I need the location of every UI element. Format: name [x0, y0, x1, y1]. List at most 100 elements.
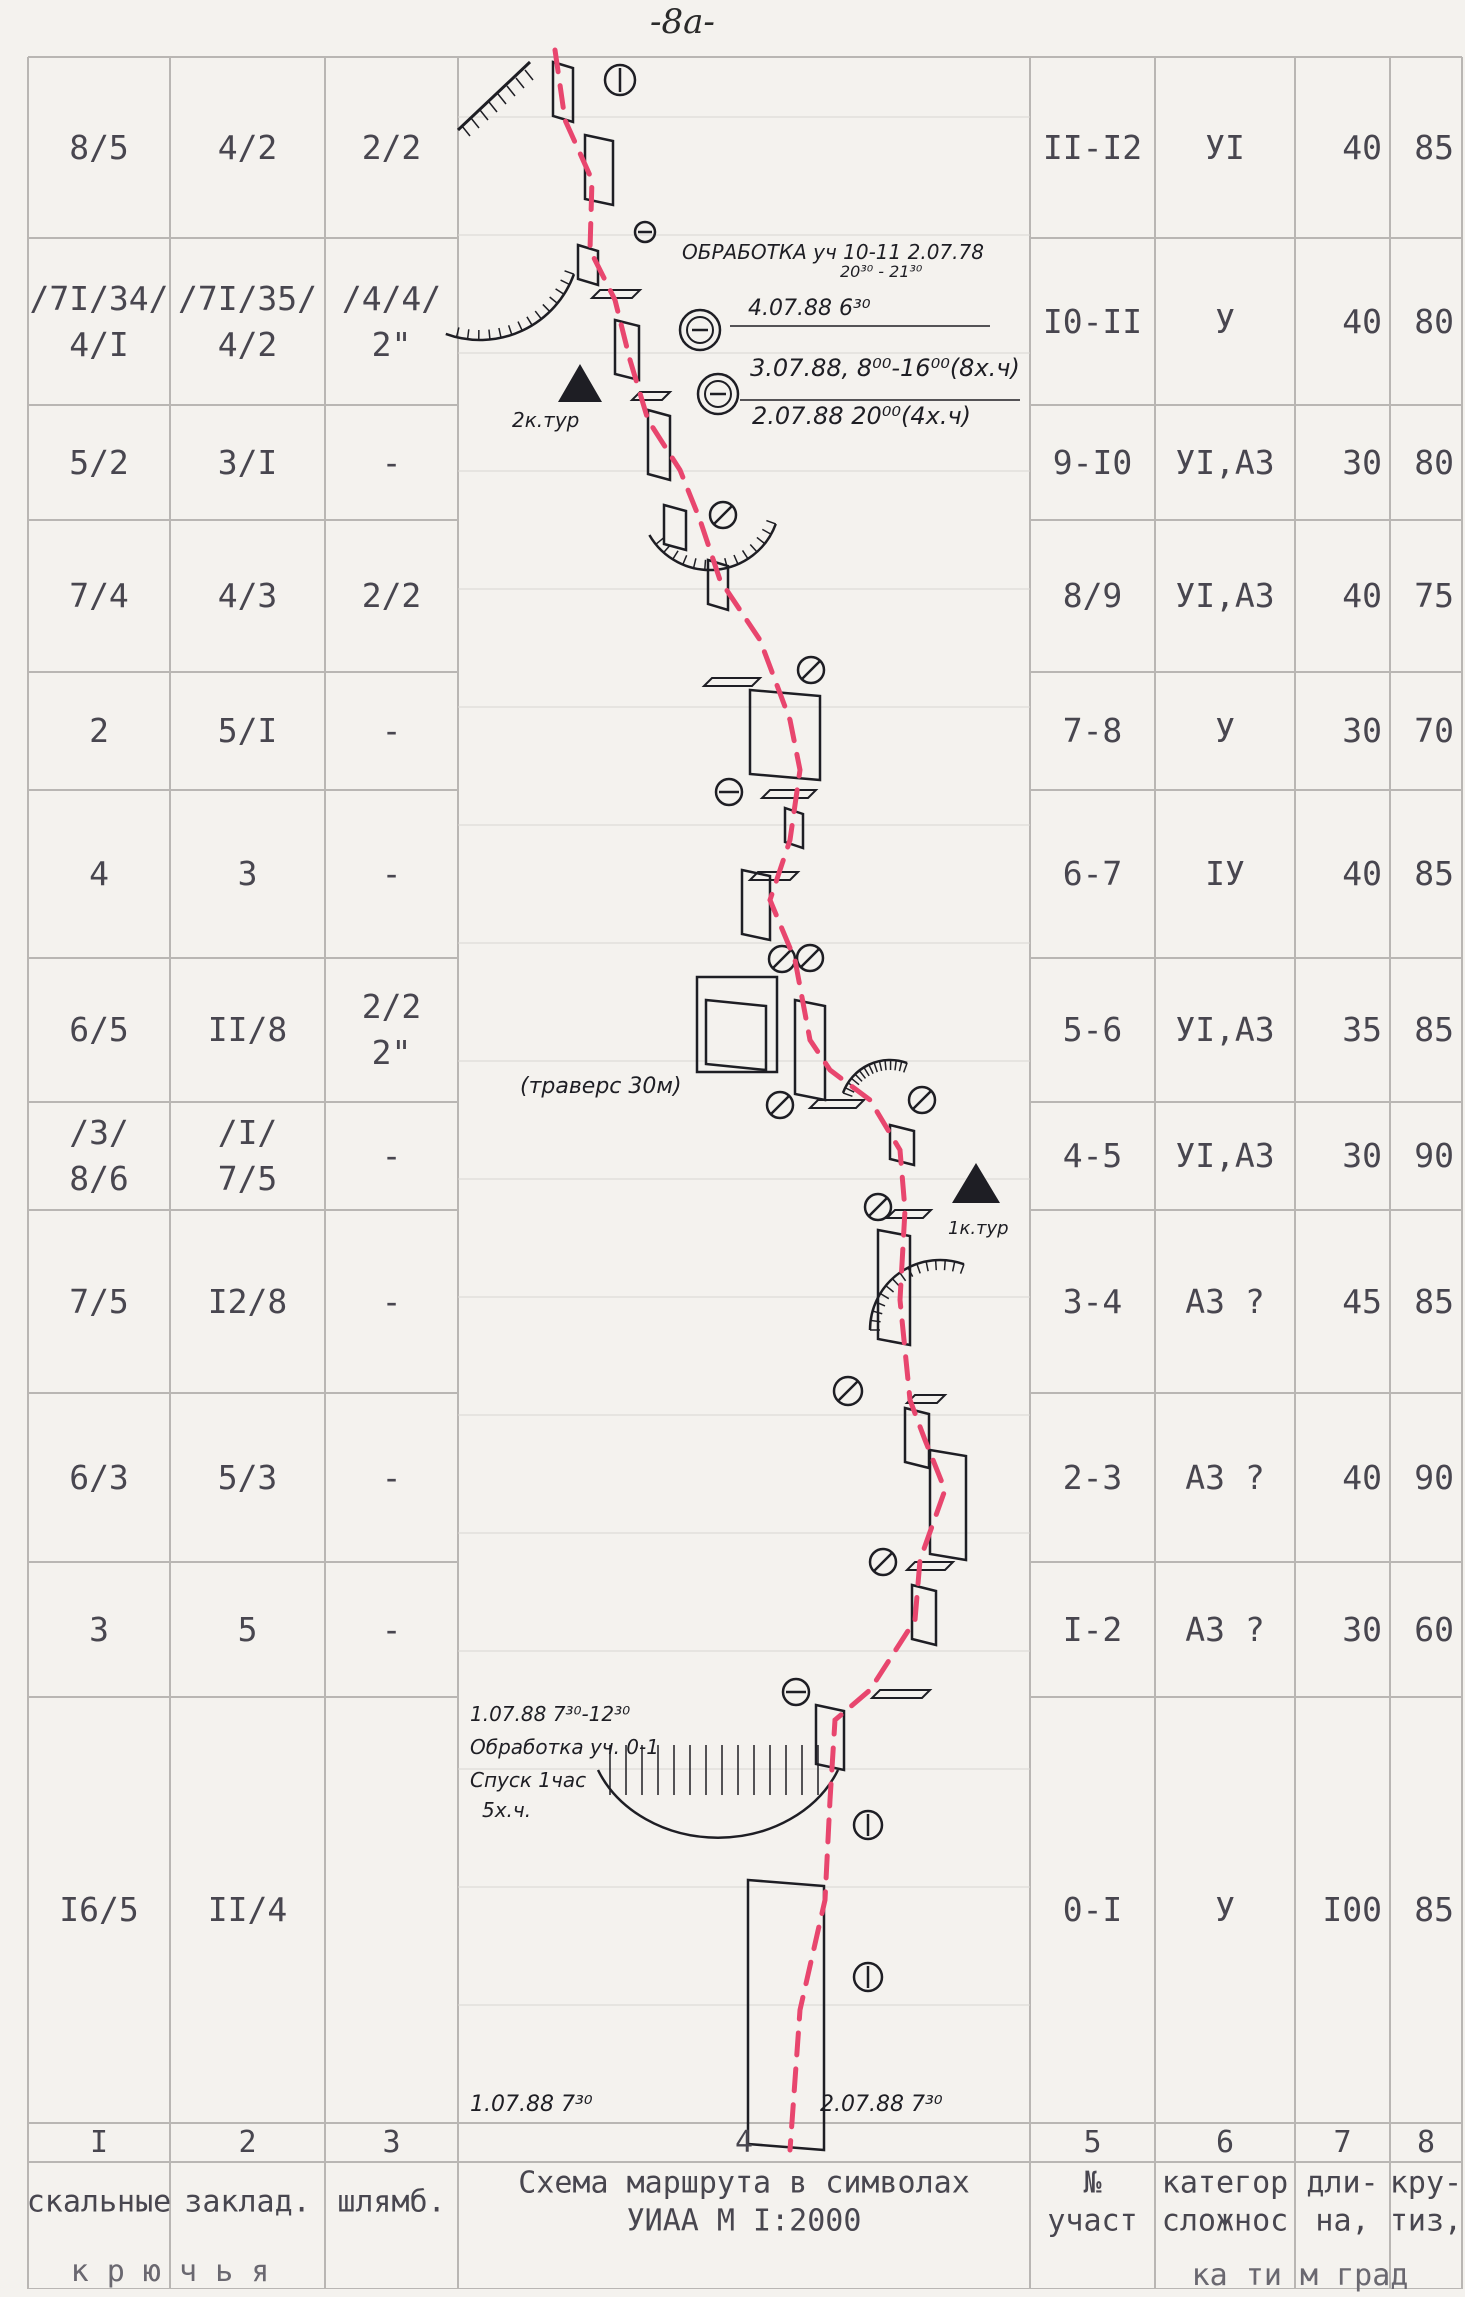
overhang-mid-hatch [750, 544, 757, 551]
cell-c7-row-9: 45 [1342, 1278, 1382, 1324]
ridge-hatch [480, 110, 488, 120]
column-number-4: 4 [735, 2122, 753, 2164]
ridge-hatch [489, 102, 497, 112]
overhang-mid-hatch [705, 560, 706, 570]
annotation-tour1: 1к.тур [948, 1218, 1009, 1239]
overhang-mid-hatch [766, 521, 775, 524]
overhang-upper-hatch [509, 325, 512, 334]
cell-c6-row-6: IУ [1205, 851, 1245, 897]
column-number-6: 6 [1216, 2122, 1234, 2164]
cairn-2 [558, 364, 602, 402]
cell-c3-row-6: - [382, 851, 402, 897]
cell-c2-row-8: /I/7/5 [218, 1110, 278, 1202]
overhang-upper-hatch [518, 322, 522, 331]
cell-c1-row-7: 6/5 [69, 1007, 129, 1053]
cell-c2-row-5: 5/I [218, 708, 278, 754]
overhang-mid-hatch [694, 558, 696, 568]
column-number-7: 7 [1333, 2122, 1351, 2164]
cell-c8-row-2: 80 [1414, 298, 1454, 344]
overhang-upper-hatch [535, 311, 541, 319]
overhang-lower-hatch [961, 1264, 964, 1273]
overhang-mid-hatch [743, 550, 748, 558]
ledge-4 [762, 790, 816, 798]
cell-c8-row-5: 70 [1414, 708, 1454, 754]
header-subline-right: ка ти м град [1192, 2255, 1409, 2297]
overhang-lower-hatch [944, 1260, 945, 1270]
cell-c6-row-3: УI,A3 [1175, 439, 1274, 485]
cell-c3-row-8: - [382, 1133, 402, 1179]
cell-c2-row-2: /7I/35/4/2 [178, 275, 317, 367]
ledge-7 [887, 1210, 931, 1218]
annotation-traverse: (траверс 30м) [520, 1074, 682, 1099]
annotation-bottom-right: 2.07.88 7³⁰ [820, 2092, 943, 2117]
cell-c6-row-5: У [1215, 708, 1235, 754]
cell-c5-row-2: I0-II [1043, 298, 1142, 344]
piton-mark [874, 1553, 892, 1571]
annotation-bottom-left: 1.07.88 7³⁰ [470, 2092, 593, 2117]
cell-c3-row-10: - [382, 1454, 402, 1500]
cell-c1-row-12: I6/5 [59, 1887, 138, 1933]
cell-c2-row-10: 5/3 [218, 1454, 278, 1500]
ledge-3 [704, 678, 760, 686]
column-header-1: скальные [27, 2183, 172, 2221]
overhang-small-hatch [895, 1060, 896, 1070]
cell-c7-row-12: I00 [1322, 1887, 1382, 1933]
cell-c8-row-10: 90 [1414, 1454, 1454, 1500]
cell-c1-row-1: 8/5 [69, 124, 129, 170]
cell-c7-row-5: 30 [1342, 708, 1382, 754]
cell-c8-row-4: 75 [1414, 573, 1454, 619]
cell-c1-row-6: 4 [89, 851, 109, 897]
cell-c8-row-12: 85 [1414, 1887, 1454, 1933]
ledge-5 [750, 872, 798, 880]
ridge-hatch [471, 118, 479, 128]
cell-c2-row-1: 4/2 [218, 124, 278, 170]
annotation-processing-top-time: 20³⁰ - 21³⁰ [840, 262, 922, 281]
overhang-small-hatch [879, 1061, 881, 1071]
cell-c2-row-4: 4/3 [218, 573, 278, 619]
overhang-upper-hatch [499, 328, 501, 338]
cell-c6-row-12: У [1215, 1887, 1235, 1933]
piton-mark [869, 1198, 887, 1216]
cell-c3-row-3: - [382, 439, 402, 485]
cell-c6-row-4: УI,A3 [1175, 573, 1274, 619]
cell-c1-row-2: /7I/34/4/I [29, 275, 168, 367]
cell-c7-row-7: 35 [1342, 1007, 1382, 1053]
overhang-upper-hatch [543, 304, 550, 311]
annotation-start-note1: 1.07.88 7³⁰-12³⁰ [470, 1702, 630, 1726]
overhang-mid-hatch [683, 555, 687, 564]
overhang-mid-hatch [734, 555, 738, 564]
column-header-8: кру-тиз, [1390, 2165, 1462, 2240]
cell-c3-row-4: 2/2 [362, 573, 422, 619]
column-number-8: 8 [1417, 2122, 1435, 2164]
cell-c7-row-3: 30 [1342, 439, 1382, 485]
overhang-upper-hatch [489, 330, 490, 340]
column-number-2: 2 [238, 2122, 256, 2164]
column-header-3: шлямб. [337, 2183, 445, 2221]
rock-pitch-12 [795, 1000, 825, 1100]
ridge-line [458, 62, 530, 130]
cell-c8-row-8: 90 [1414, 1133, 1454, 1179]
cell-c6-row-2: У [1215, 298, 1235, 344]
cell-c1-row-9: 7/5 [69, 1278, 129, 1324]
cell-c8-row-6: 85 [1414, 851, 1454, 897]
cell-c3-row-1: 2/2 [362, 124, 422, 170]
cell-c5-row-7: 5-6 [1063, 1007, 1123, 1053]
cell-c5-row-10: 2-3 [1063, 1454, 1123, 1500]
piton-mark [773, 950, 791, 968]
cell-c5-row-6: 6-7 [1063, 851, 1123, 897]
ridge-hatch [507, 86, 515, 96]
ridge-hatch [462, 126, 470, 136]
piton-mark [801, 949, 819, 967]
annotation-start-note4: 5х.ч. [482, 1798, 531, 1822]
cell-c2-row-6: 3 [238, 851, 258, 897]
ridge-hatch [525, 70, 533, 80]
rock-pitch-19 [748, 1880, 824, 2150]
ledge-2 [632, 392, 670, 400]
cell-c6-row-11: A3 ? [1185, 1606, 1264, 1652]
overhang-small-hatch [843, 1093, 852, 1096]
annotation-start-note3: Спуск 1час [470, 1768, 586, 1792]
overhang-upper-hatch [556, 289, 564, 294]
overhang-lower-hatch [892, 1279, 899, 1286]
